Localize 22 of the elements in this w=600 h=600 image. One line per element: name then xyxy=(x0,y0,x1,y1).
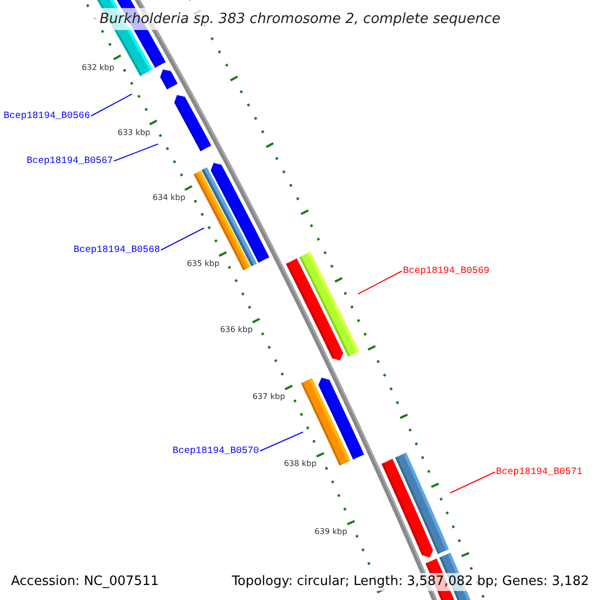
position-label: 633 kbp xyxy=(118,128,150,138)
position-label: 637 kbp xyxy=(252,392,286,402)
position-label: 638 kbp xyxy=(284,459,317,470)
gene-label: Bcep18194_B0571 xyxy=(496,466,582,478)
topology-text: Topology: circular; Length: 3,587,082 bp; Genes: 3,182 xyxy=(230,573,591,591)
leader-line xyxy=(114,144,158,162)
position-label: 636 kbp xyxy=(220,325,253,336)
gene-label: Bcep18194_B0568 xyxy=(74,244,160,256)
leader-line xyxy=(90,94,132,116)
leader-line xyxy=(160,228,204,250)
position-label: 635 kbp xyxy=(186,259,220,270)
accession-text: Accession: NC_007511 xyxy=(9,573,161,591)
gene-label: Bcep18194_B0566 xyxy=(4,110,90,122)
gene-label: Bcep18194_B0567 xyxy=(26,155,113,167)
gene-label: Bcep18194_B0569 xyxy=(403,265,490,277)
position-label: 634 kbp xyxy=(152,193,186,204)
gene-label: Bcep18194_B0570 xyxy=(172,445,259,457)
leader-line xyxy=(358,270,402,294)
position-label: 632 kbp xyxy=(82,63,114,74)
leader-line xyxy=(260,432,304,452)
leader-line xyxy=(450,472,496,494)
position-label: 639 kbp xyxy=(314,526,348,537)
